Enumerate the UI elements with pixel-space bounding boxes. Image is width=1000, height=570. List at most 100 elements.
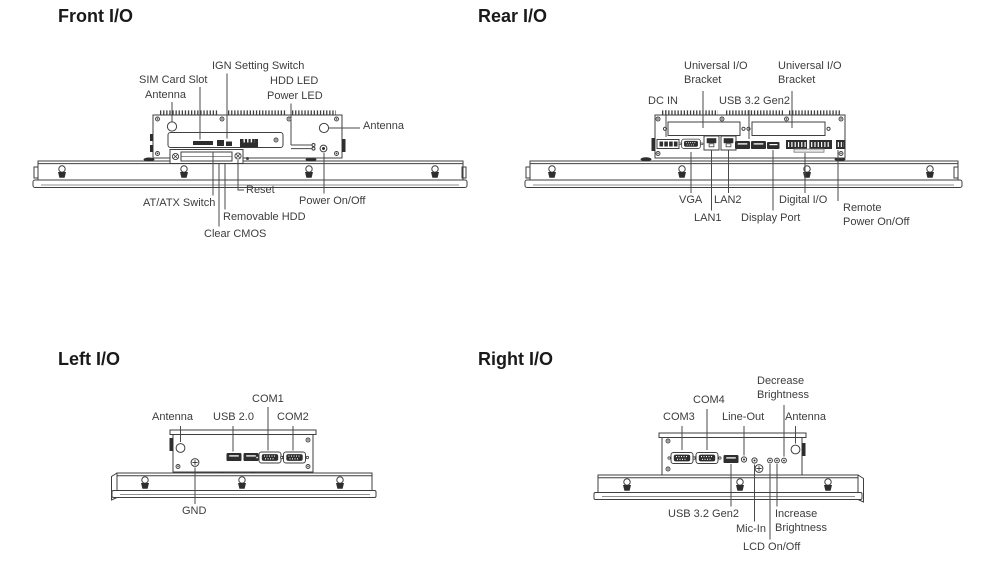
- rear-leader-lines: [665, 91, 839, 211]
- label-sim-card-slot: SIM Card Slot: [139, 74, 208, 86]
- left-leader-lines: [180, 407, 294, 504]
- label-right-antenna: Antenna: [785, 411, 826, 423]
- front-panel: [32, 160, 468, 188]
- right-io-drawing: [593, 405, 864, 540]
- com1-port: [255, 451, 285, 464]
- label-com1: COM1: [252, 393, 284, 405]
- label-gnd: GND: [182, 505, 207, 517]
- label-ign-setting-switch: IGN Setting Switch: [212, 60, 305, 72]
- label-reset: Reset: [246, 184, 275, 196]
- left-chassis: [169, 429, 317, 473]
- front-chassis: [143, 110, 346, 164]
- sim-card-slot: [193, 141, 213, 145]
- com4-port: [692, 451, 722, 465]
- label-line: Bracket: [778, 73, 816, 86]
- label-remote-power-on-off: Remote Power On/Off: [843, 202, 909, 229]
- label-power-led: Power LED: [267, 90, 323, 102]
- digital-io-port: [786, 139, 832, 153]
- universal-io-bracket-right: [751, 121, 826, 136]
- label-lan2: LAN2: [714, 194, 742, 206]
- label-lcd-on-off: LCD On/Off: [743, 541, 801, 553]
- label-line-out: Line-Out: [722, 411, 765, 423]
- usb20-port-1: [225, 452, 243, 462]
- label-hdd-led: HDD LED: [270, 75, 319, 87]
- front-leader-lines: [171, 73, 360, 227]
- at-atx-switch: [217, 140, 224, 146]
- label-left-antenna: Antenna: [152, 411, 193, 423]
- left-antenna-hole: [175, 443, 186, 453]
- label-power-on-off: Power On/Off: [299, 195, 366, 207]
- rear-panel: [524, 160, 963, 188]
- label-decrease-brightness: Decrease Brightness: [757, 375, 809, 402]
- clear-cmos-switch: [226, 141, 232, 146]
- label-display-port: Display Port: [741, 212, 801, 224]
- rear-io-title: Rear I/O: [478, 6, 548, 26]
- label-com4: COM4: [693, 394, 725, 406]
- gnd-screw: [190, 458, 200, 467]
- label-line: Increase: [775, 508, 818, 520]
- label-increase-brightness: Increase Brightness: [775, 508, 827, 535]
- label-usb32-gen2-rear: USB 3.2 Gen2: [719, 95, 790, 107]
- display-port: [767, 142, 780, 149]
- lcd-on-off-button: [767, 457, 773, 464]
- decrease-brightness-button: [781, 457, 787, 464]
- right-chassis: [658, 432, 807, 476]
- label-line: Decrease: [757, 375, 805, 387]
- label-usb-20: USB 2.0: [213, 411, 254, 423]
- label-com2: COM2: [277, 411, 309, 423]
- usb32-port-2: [750, 140, 767, 150]
- removable-hdd-tray: [169, 149, 249, 164]
- left-io-title: Left I/O: [58, 349, 120, 369]
- usb32-gen2-port: [722, 454, 740, 464]
- right-io-title: Right I/O: [478, 349, 553, 369]
- label-com3: COM3: [663, 411, 695, 423]
- left-panel: [111, 472, 377, 501]
- label-line: Universal I/O: [684, 60, 748, 72]
- line-out-jack: [740, 456, 748, 463]
- label-mic-in: Mic-In: [736, 523, 766, 535]
- label-universal-io-bracket-2: Universal I/O Bracket: [778, 60, 842, 87]
- front-panel-endcap-left: [33, 166, 39, 179]
- label-line: Bracket: [684, 73, 722, 86]
- label-front-antenna-left: Antenna: [145, 89, 186, 101]
- label-line: Power On/Off: [843, 215, 910, 228]
- right-antenna-hole: [790, 444, 801, 455]
- com2-port: [279, 451, 310, 464]
- hdd-led: [311, 143, 316, 147]
- lan2-port: [720, 135, 737, 151]
- label-clear-cmos: Clear CMOS: [204, 228, 267, 240]
- right-leader-lines: [681, 405, 796, 540]
- right-gnd-screw: [754, 464, 764, 473]
- label-usb32-gen2-right: USB 3.2 Gen2: [668, 508, 739, 520]
- rear-chassis: [640, 110, 846, 162]
- com3-port: [667, 451, 697, 465]
- front-io-drawing: [32, 73, 468, 227]
- label-removable-hdd: Removable HDD: [223, 211, 306, 223]
- increase-brightness-button: [774, 457, 780, 464]
- ign-setting-switch: [240, 139, 258, 147]
- front-antenna-hole-left: [166, 121, 178, 132]
- label-line: Brightness: [775, 521, 827, 534]
- lan1-port: [703, 135, 720, 151]
- left-io-drawing: [111, 407, 377, 504]
- front-io-title: Front I/O: [58, 6, 133, 26]
- label-vga: VGA: [679, 194, 703, 206]
- vga-port: [678, 138, 704, 149]
- label-line: Brightness: [757, 388, 809, 401]
- label-at-atx-switch: AT/ATX Switch: [143, 197, 216, 209]
- mic-in-jack: [751, 457, 758, 464]
- label-universal-io-bracket-1: Universal I/O Bracket: [684, 60, 748, 87]
- label-digital-io: Digital I/O: [779, 194, 828, 206]
- rear-io-drawing: [524, 91, 963, 211]
- front-switch-tray: [167, 132, 284, 148]
- front-antenna-hole-right: [318, 122, 330, 134]
- power-button: [319, 144, 328, 153]
- remote-power-port: [836, 140, 846, 149]
- label-front-antenna-right: Antenna: [363, 120, 404, 132]
- front-panel-endcap-right: [461, 166, 467, 179]
- right-panel: [593, 474, 864, 503]
- power-led: [311, 146, 316, 151]
- label-lan1: LAN1: [694, 212, 722, 224]
